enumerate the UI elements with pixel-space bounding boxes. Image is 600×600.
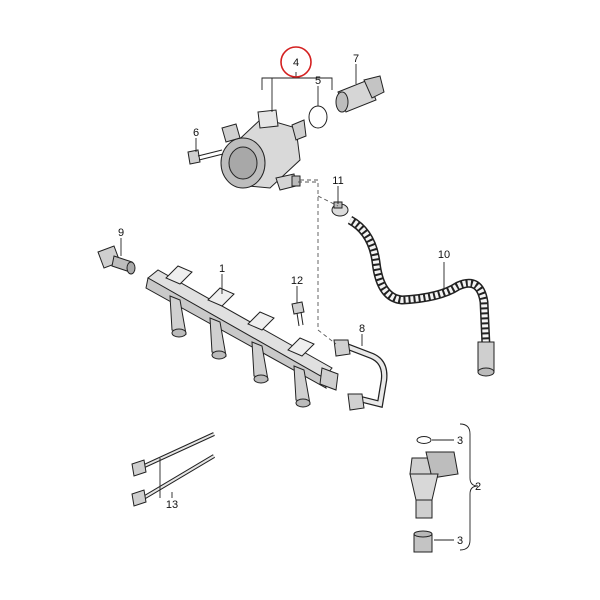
assembly-lines xyxy=(298,179,339,345)
callout-4: 4 xyxy=(293,57,299,69)
callout-3-bottom: 3 xyxy=(457,535,463,547)
callout-8: 8 xyxy=(359,323,365,335)
pressure-sensor-9 xyxy=(97,245,136,275)
callout-labels: 4 5 7 6 11 10 9 1 12 8 3 2 3 13 xyxy=(118,46,481,547)
callout-11: 11 xyxy=(332,175,343,187)
high-pressure-pump xyxy=(220,109,307,191)
callout-10: 10 xyxy=(438,249,450,261)
callout-13: 13 xyxy=(166,499,178,511)
callout-2: 2 xyxy=(475,481,481,493)
callout-9: 9 xyxy=(118,227,124,239)
fuel-rail xyxy=(145,265,339,408)
callout-7: 7 xyxy=(353,53,359,65)
cable-ties-13 xyxy=(131,432,216,507)
callout-3-top: 3 xyxy=(457,435,463,447)
high-pressure-line-8 xyxy=(333,339,388,411)
callout-12: 12 xyxy=(291,275,303,287)
bracket-2 xyxy=(459,423,479,551)
bolt-12 xyxy=(291,301,305,327)
o-ring-5 xyxy=(308,105,328,129)
fuel-hose-10 xyxy=(347,216,495,377)
cap-7 xyxy=(335,75,385,113)
callout-5: 5 xyxy=(315,75,321,87)
callout-6: 6 xyxy=(193,127,199,139)
callout-1: 1 xyxy=(219,263,225,275)
injector-2 xyxy=(409,436,459,553)
bolt-6 xyxy=(187,149,224,165)
clamp-11 xyxy=(331,201,349,217)
highlight-ring xyxy=(280,46,312,78)
